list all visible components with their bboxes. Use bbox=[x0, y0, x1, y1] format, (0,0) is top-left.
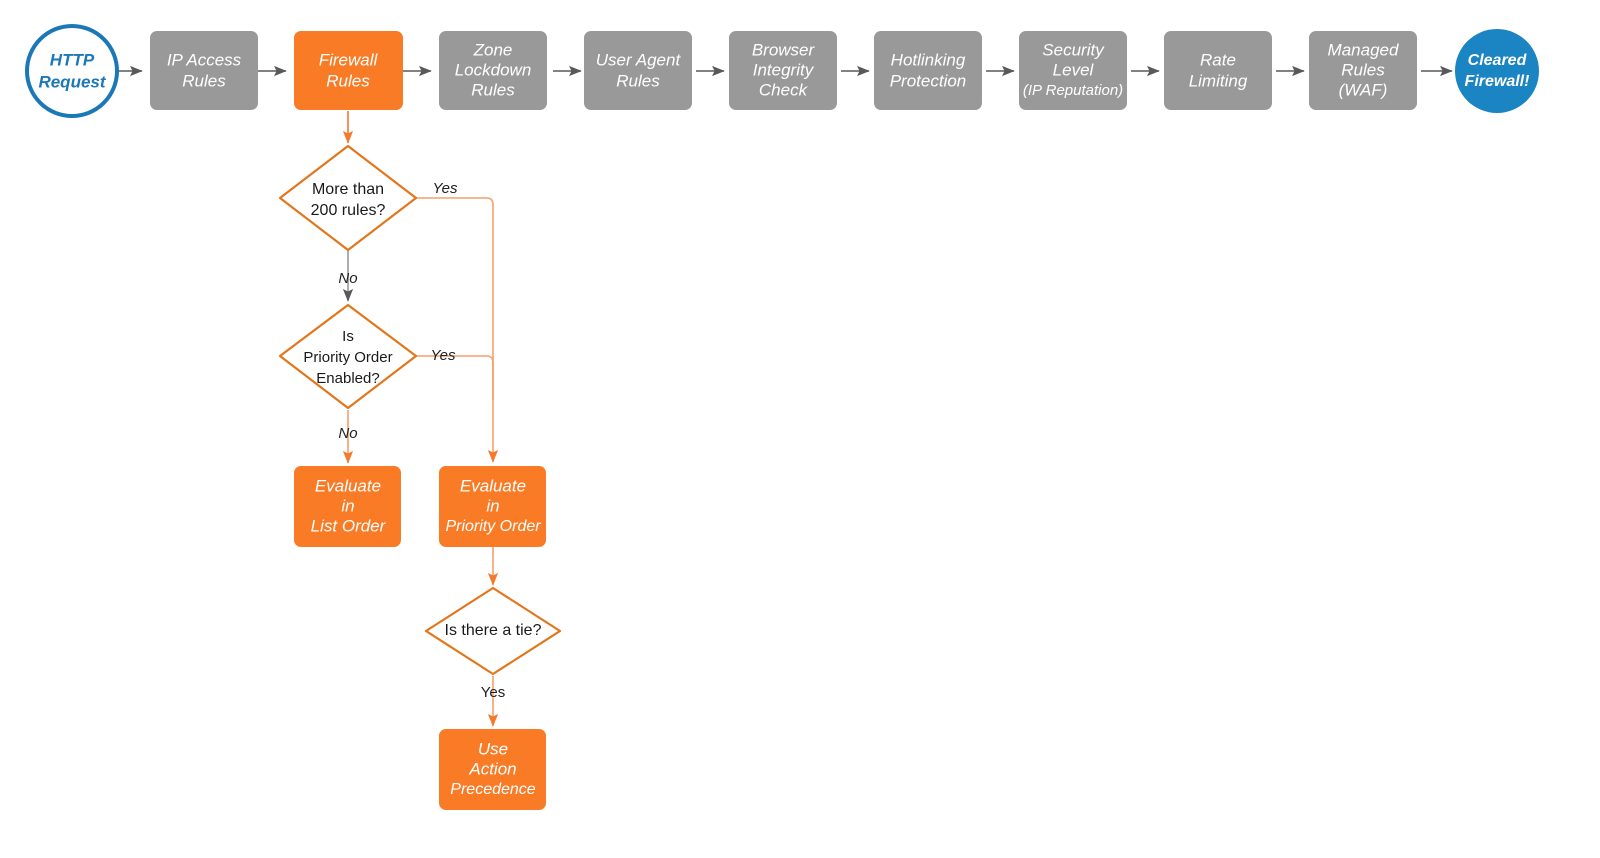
node-ip-access-rules[interactable]: IP Access Rules bbox=[150, 31, 258, 110]
zone-lockdown-rules-label-line3: Rules bbox=[471, 80, 515, 99]
node-evaluate-in-list-order[interactable]: Evaluate in List Order bbox=[294, 466, 401, 547]
use-action-precedence-label-line1: Use bbox=[478, 739, 508, 758]
security-level-label-line1: Security bbox=[1042, 40, 1105, 59]
hotlinking-protection-label-line1: Hotlinking bbox=[891, 50, 966, 69]
is-priority-order-enabled-label-line1: Is bbox=[342, 328, 354, 345]
is-there-a-tie-diamond[interactable] bbox=[424, 586, 562, 676]
cleared-firewall-circle[interactable] bbox=[1455, 29, 1539, 113]
browser-integrity-check-label-line1: Browser bbox=[752, 40, 816, 59]
node-browser-integrity-check[interactable]: Browser Integrity Check bbox=[729, 31, 837, 110]
managed-rules-waf-label-line3: (WAF) bbox=[1339, 80, 1388, 99]
ip-access-rules-box[interactable] bbox=[150, 31, 258, 110]
ip-access-rules-label-line2: Rules bbox=[182, 71, 226, 90]
more-than-200-rules-label-line1: More than bbox=[312, 181, 384, 198]
node-is-priority-order-enabled[interactable]: Is Priority Order Enabled? bbox=[278, 303, 418, 410]
zone-lockdown-rules-label-line1: Zone bbox=[473, 40, 513, 59]
cleared-firewall-label-line1: Cleared bbox=[1468, 52, 1528, 69]
branch-connectors bbox=[342, 111, 499, 727]
connector-decision1-yes bbox=[416, 197, 499, 463]
managed-rules-waf-box[interactable] bbox=[1309, 31, 1417, 110]
node-use-action-precedence[interactable]: Use Action Precedence bbox=[439, 729, 546, 810]
edge-label-decision1-yes: Yes bbox=[432, 180, 458, 197]
use-action-precedence-label-line3: Precedence bbox=[450, 781, 535, 798]
edge-label-decision1-no: No bbox=[338, 270, 357, 287]
browser-integrity-check-box[interactable] bbox=[729, 31, 837, 110]
is-priority-order-enabled-label-line2: Priority Order bbox=[303, 349, 392, 366]
security-level-label-line3: (IP Reputation) bbox=[1023, 82, 1123, 99]
edge-label-decision2-yes: Yes bbox=[430, 347, 456, 364]
use-action-precedence-box[interactable] bbox=[439, 729, 546, 810]
rate-limiting-label-line1: Rate bbox=[1200, 50, 1236, 69]
node-managed-rules-waf[interactable]: Managed Rules (WAF) bbox=[1309, 31, 1417, 110]
node-security-level[interactable]: Security Level (IP Reputation) bbox=[1019, 31, 1127, 110]
evaluate-in-list-order-box[interactable] bbox=[294, 466, 401, 547]
managed-rules-waf-label-line2: Rules bbox=[1341, 60, 1385, 79]
user-agent-rules-box[interactable] bbox=[584, 31, 692, 110]
evaluate-in-list-order-label-line2: in bbox=[341, 496, 354, 515]
evaluate-in-priority-order-label-line2: in bbox=[486, 496, 499, 515]
rate-limiting-box[interactable] bbox=[1164, 31, 1272, 110]
security-level-label-line2: Level bbox=[1053, 60, 1095, 79]
node-firewall-rules[interactable]: Firewall Rules bbox=[294, 31, 403, 110]
zone-lockdown-rules-box[interactable] bbox=[439, 31, 547, 110]
is-priority-order-enabled-diamond[interactable] bbox=[278, 303, 418, 410]
node-is-there-a-tie[interactable]: Is there a tie? bbox=[424, 586, 562, 676]
http-request-label-line2: Request bbox=[38, 72, 106, 91]
more-than-200-rules-label-line2: 200 rules? bbox=[311, 202, 386, 219]
user-agent-rules-label-line2: Rules bbox=[616, 71, 660, 90]
browser-integrity-check-label-line3: Check bbox=[759, 80, 809, 99]
evaluate-in-priority-order-label-line3: Priority Order bbox=[445, 518, 541, 535]
managed-rules-waf-label-line1: Managed bbox=[1328, 40, 1399, 59]
firewall-rules-box[interactable] bbox=[294, 31, 403, 110]
zone-lockdown-rules-label-line2: Lockdown bbox=[455, 60, 532, 79]
evaluate-in-priority-order-label-line1: Evaluate bbox=[460, 476, 526, 495]
connector-decision2-yes bbox=[416, 355, 494, 400]
rate-limiting-label-line2: Limiting bbox=[1189, 71, 1248, 90]
is-there-a-tie-label: Is there a tie? bbox=[445, 622, 542, 639]
security-level-box[interactable] bbox=[1019, 31, 1127, 110]
node-evaluate-in-priority-order[interactable]: Evaluate in Priority Order bbox=[439, 466, 546, 547]
hotlinking-protection-label-line2: Protection bbox=[890, 71, 967, 90]
evaluate-in-priority-order-box[interactable] bbox=[439, 466, 546, 547]
user-agent-rules-label-line1: User Agent bbox=[596, 50, 682, 69]
evaluate-in-list-order-label-line3: List Order bbox=[311, 516, 387, 535]
is-priority-order-enabled-label-line3: Enabled? bbox=[316, 370, 379, 387]
firewall-rules-label-line2: Rules bbox=[326, 71, 370, 90]
browser-integrity-check-label-line2: Integrity bbox=[753, 60, 815, 79]
ip-access-rules-label-line1: IP Access bbox=[167, 50, 242, 69]
more-than-200-rules-diamond[interactable] bbox=[278, 144, 418, 252]
evaluate-in-list-order-label-line1: Evaluate bbox=[315, 476, 381, 495]
node-hotlinking-protection[interactable]: Hotlinking Protection bbox=[874, 31, 982, 110]
http-request-circle[interactable] bbox=[25, 24, 119, 118]
edge-label-tie-yes: Yes bbox=[481, 684, 505, 701]
http-request-label-line1: HTTP bbox=[50, 50, 95, 69]
node-more-than-200-rules[interactable]: More than 200 rules? bbox=[278, 144, 418, 252]
use-action-precedence-label-line2: Action bbox=[468, 759, 516, 778]
node-user-agent-rules[interactable]: User Agent Rules bbox=[584, 31, 692, 110]
node-cleared-firewall[interactable]: Cleared Firewall! bbox=[1455, 29, 1539, 113]
edge-label-decision2-no: No bbox=[338, 425, 357, 442]
firewall-rules-label-line1: Firewall bbox=[319, 50, 379, 69]
node-zone-lockdown-rules[interactable]: Zone Lockdown Rules bbox=[439, 31, 547, 110]
node-rate-limiting[interactable]: Rate Limiting bbox=[1164, 31, 1272, 110]
node-http-request[interactable]: HTTP Request bbox=[25, 24, 119, 118]
cleared-firewall-label-line2: Firewall! bbox=[1465, 73, 1531, 90]
hotlinking-protection-box[interactable] bbox=[874, 31, 982, 110]
